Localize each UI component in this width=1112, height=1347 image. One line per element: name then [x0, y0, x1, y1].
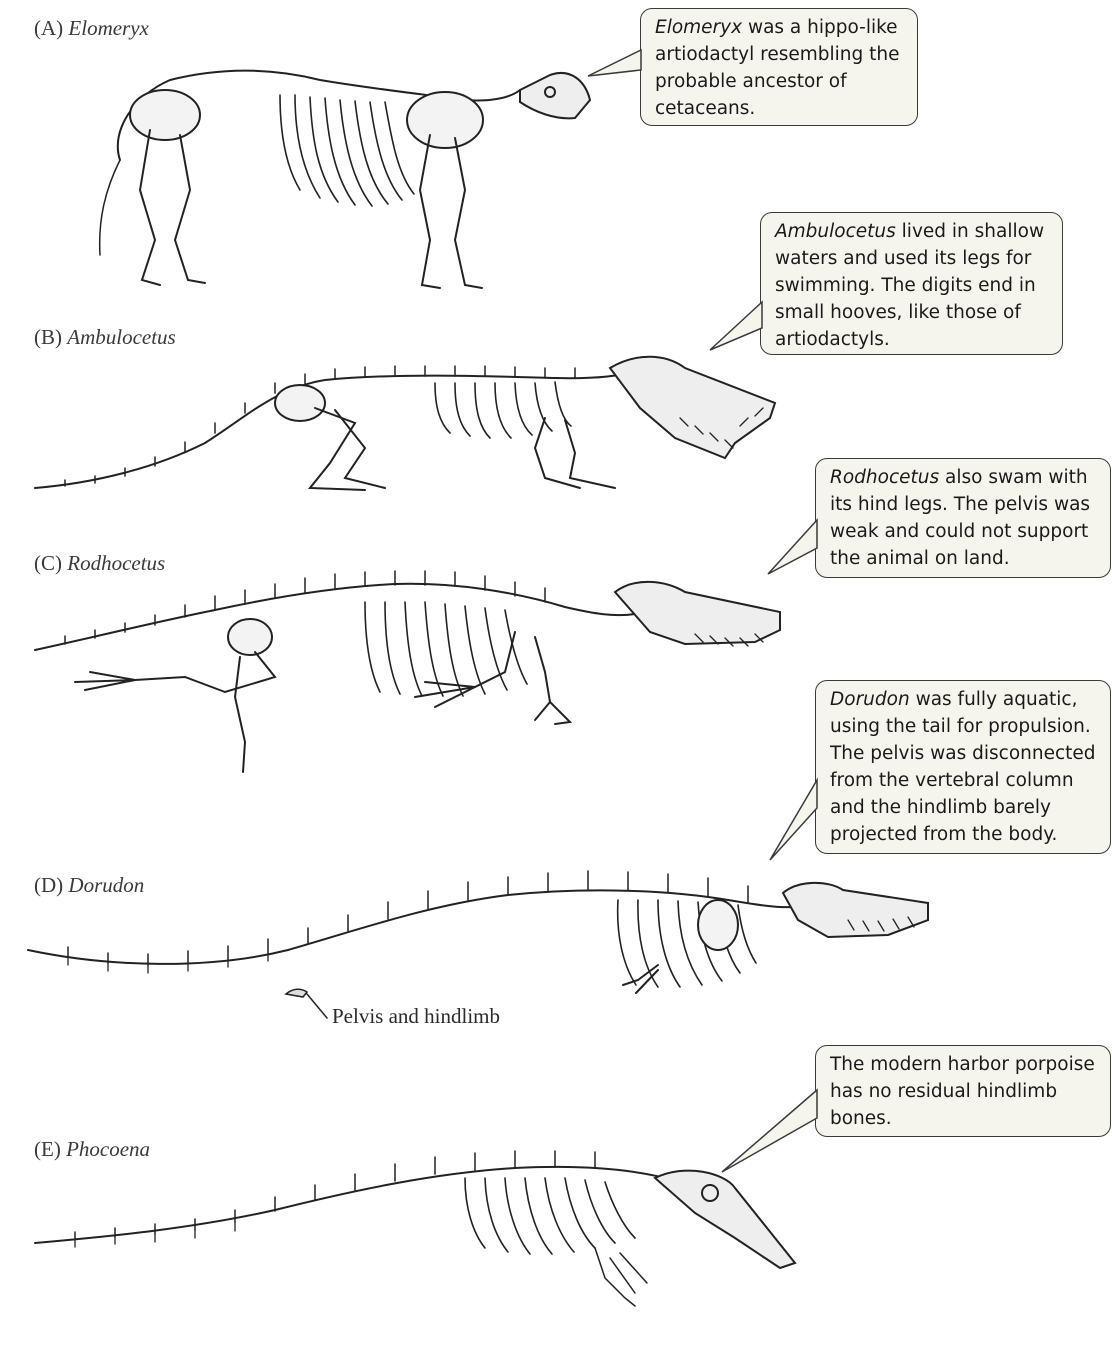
- ambulocetus-skeleton: [35, 348, 785, 498]
- phocoena-skeleton: [35, 1148, 800, 1313]
- dorudon-skeleton: [28, 875, 938, 1010]
- pelvis-hindlimb-bones: [283, 982, 333, 1027]
- elomeryx-skeleton: [80, 40, 600, 300]
- pelvis-hindlimb-label: Pelvis and hindlimb: [332, 1004, 500, 1029]
- rodhocetus-skeleton: [35, 572, 790, 772]
